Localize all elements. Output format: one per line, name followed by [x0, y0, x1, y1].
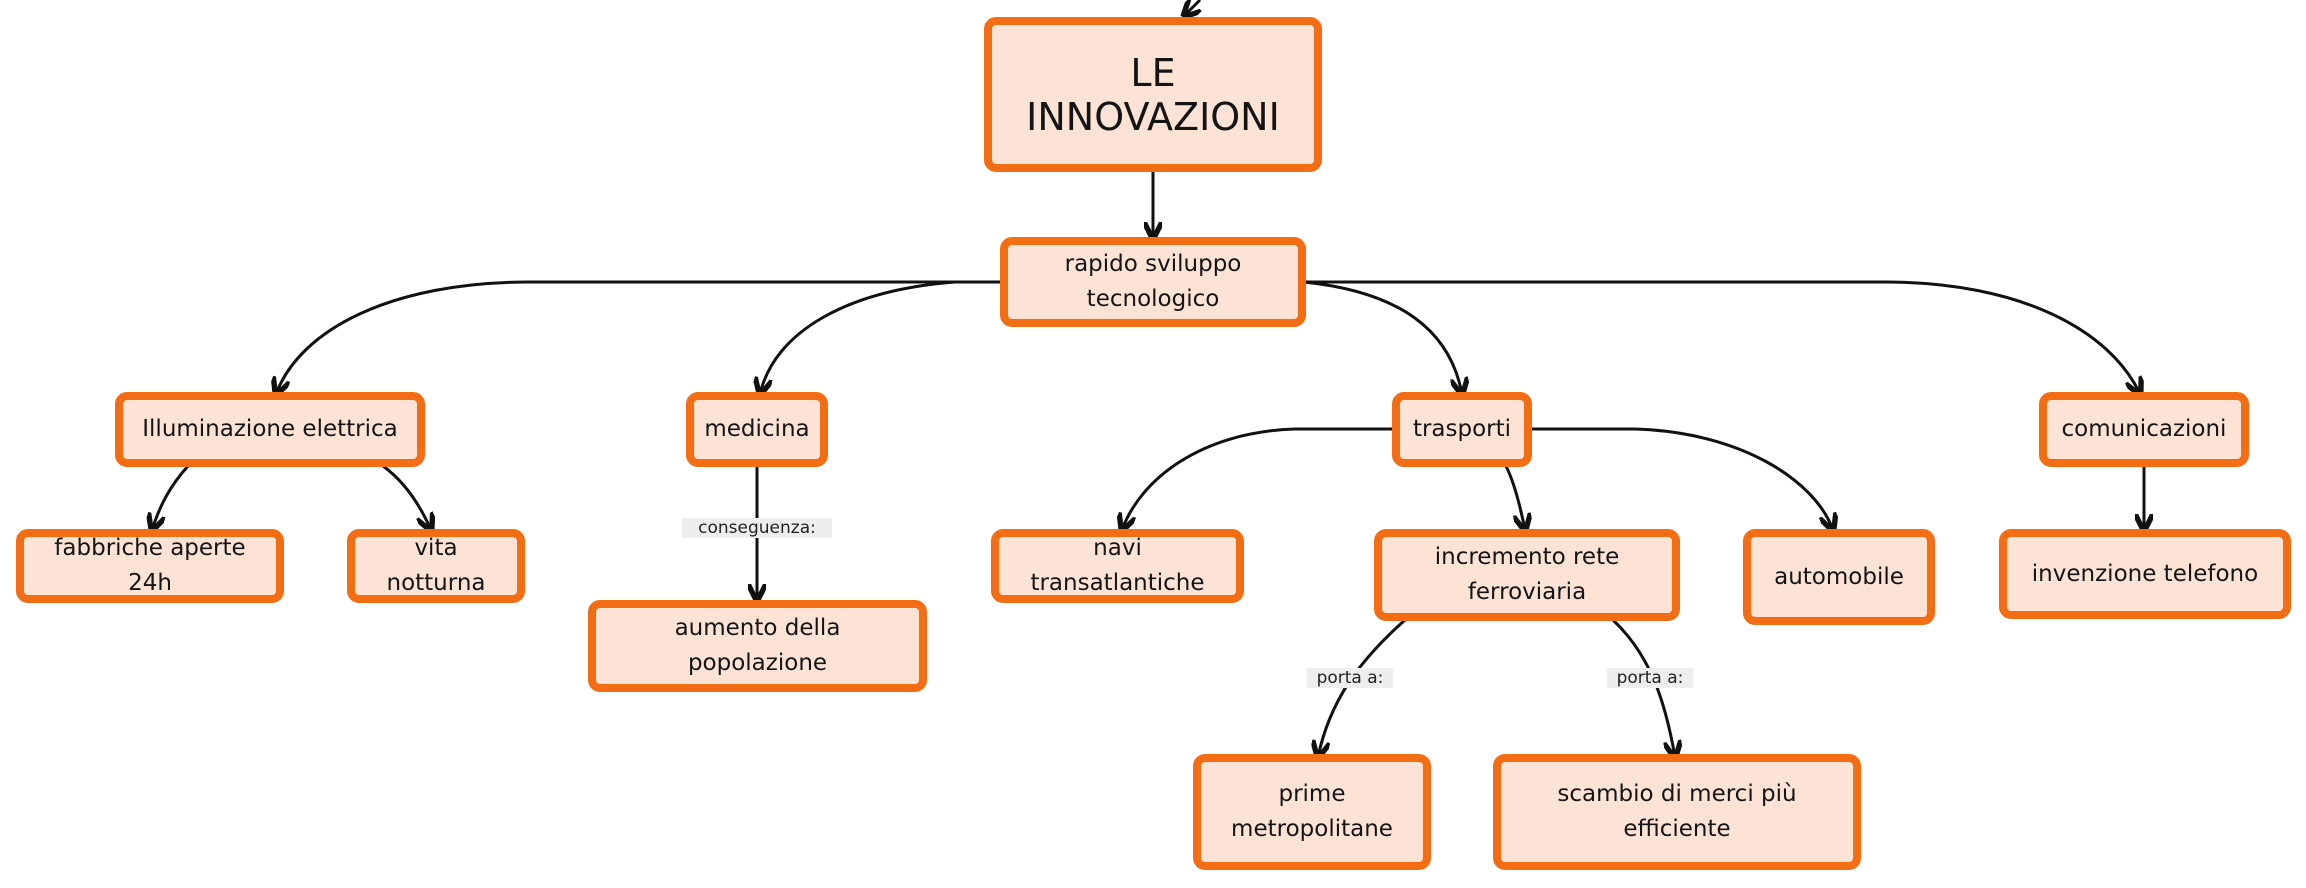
- link-sviluppo-illuminazione: [276, 280, 1004, 394]
- node-scambio-merci: scambio di merci più efficiente: [1493, 754, 1861, 870]
- link-illuminazione-fabbriche: [152, 464, 190, 530]
- edge-label-porta-a-merci: porta a:: [1607, 668, 1693, 688]
- node-trasporti: trasporti: [1392, 392, 1532, 467]
- link-ferrovia-merci: [1611, 618, 1675, 757]
- node-incremento-rete-ferroviaria: incremento rete ferroviaria: [1374, 529, 1680, 621]
- node-illuminazione-elettrica: Illuminazione elettrica: [115, 392, 425, 467]
- edge-label-porta-a-metropolitane: porta a:: [1307, 668, 1393, 688]
- link-sviluppo-trasporti: [1303, 280, 1462, 394]
- node-invenzione-telefono: invenzione telefono: [1999, 529, 2291, 619]
- node-comunicazioni: comunicazioni: [2039, 392, 2249, 467]
- link-sviluppo-medicina: [760, 280, 1004, 394]
- link-trasporti-ferrovia: [1504, 465, 1525, 530]
- edge-label-conseguenza: conseguenza:: [682, 518, 832, 538]
- link-trasporti-automobile: [1530, 427, 1833, 530]
- node-vita-notturna: vita notturna: [347, 529, 525, 603]
- node-automobile: automobile: [1743, 529, 1935, 625]
- node-navi-transatlantiche: navi transatlantiche: [991, 529, 1244, 603]
- link-incoming-top: [1184, 0, 1200, 16]
- node-le-innovazioni: LE INNOVAZIONI: [984, 17, 1322, 172]
- node-medicina: medicina: [686, 392, 828, 467]
- link-illuminazione-vita: [382, 464, 431, 530]
- link-trasporti-navi: [1122, 427, 1394, 530]
- link-sviluppo-comunicazioni: [1304, 280, 2140, 394]
- link-ferrovia-metropolitane: [1318, 618, 1406, 757]
- node-fabbriche-aperte: fabbriche aperte 24h: [16, 529, 284, 603]
- node-rapido-sviluppo: rapido sviluppo tecnologico: [1000, 237, 1306, 327]
- node-prime-metropolitane: prime metropolitane: [1193, 754, 1431, 870]
- node-aumento-popolazione: aumento della popolazione: [588, 600, 927, 692]
